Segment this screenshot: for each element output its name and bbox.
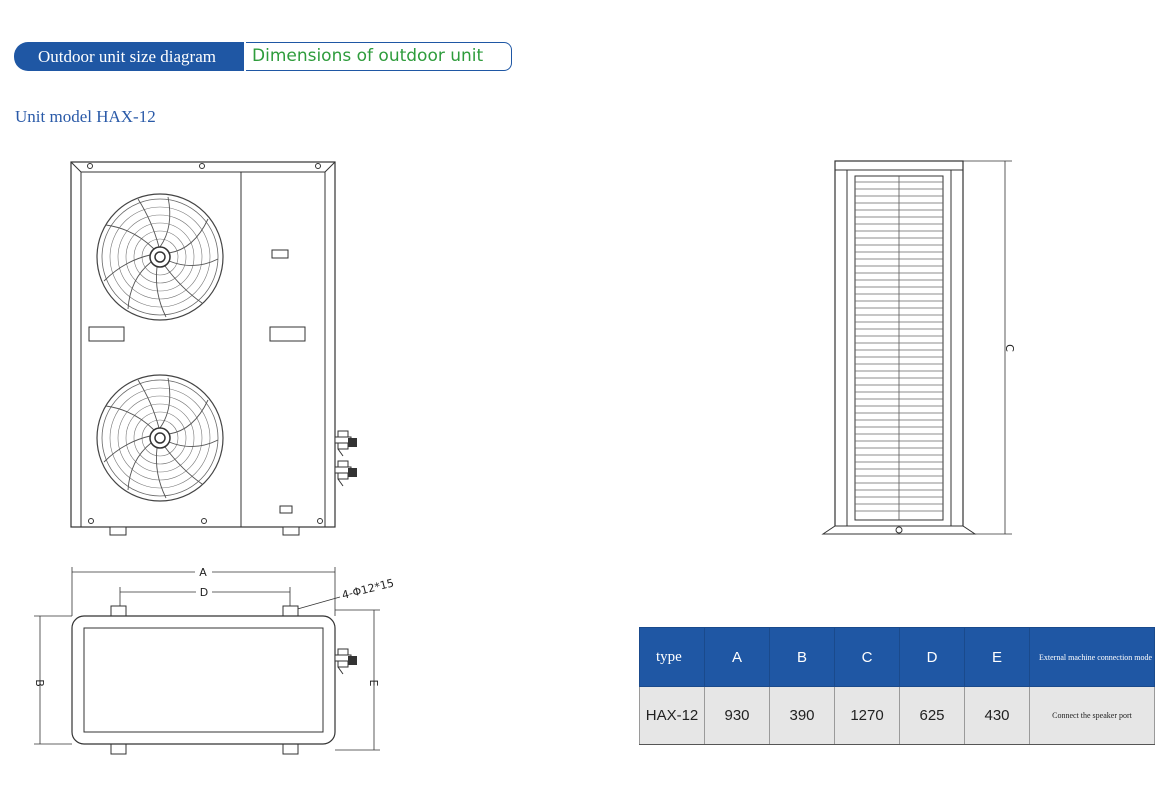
dim-b-label: B <box>33 679 46 687</box>
col-type: type <box>639 627 705 687</box>
col-c: C <box>834 627 900 687</box>
section-header: Outdoor unit size diagram Dimensions of … <box>14 42 512 71</box>
holes-label: 4-Φ12*15 <box>341 576 396 601</box>
col-e: E <box>964 627 1030 687</box>
dim-a-label: A <box>199 566 207 579</box>
table-header-row: type A B C D E External machine connecti… <box>639 627 1155 687</box>
top-valve-icon <box>334 648 358 675</box>
side-view: C <box>821 160 1016 535</box>
spec-table: type A B C D E External machine connecti… <box>639 627 1155 745</box>
top-view: A D 4-Φ12*15 B E <box>33 566 396 755</box>
col-connection: External machine connection mode <box>1029 627 1155 687</box>
front-view <box>70 161 358 536</box>
cell-d: 625 <box>899 686 965 745</box>
gas-valve-icon <box>334 430 358 457</box>
cell-type: HAX-12 <box>639 686 705 745</box>
dim-e-label: E <box>367 680 380 687</box>
col-b: B <box>769 627 835 687</box>
dim-c-label: C <box>1003 344 1016 352</box>
cell-b: 390 <box>769 686 835 745</box>
cell-c: 1270 <box>834 686 900 745</box>
cell-e: 430 <box>964 686 1030 745</box>
unit-model-label: Unit model HAX-12 <box>15 107 156 126</box>
table-row: HAX-12 930 390 1270 625 430 Connect the … <box>639 686 1155 745</box>
col-a: A <box>704 627 770 687</box>
cell-connection: Connect the speaker port <box>1029 686 1155 745</box>
col-d: D <box>899 627 965 687</box>
liquid-valve-icon <box>334 460 358 487</box>
cell-a: 930 <box>704 686 770 745</box>
section-title: Dimensions of outdoor unit <box>246 42 512 71</box>
section-tab: Outdoor unit size diagram <box>14 42 244 71</box>
dim-d-label: D <box>200 586 208 599</box>
